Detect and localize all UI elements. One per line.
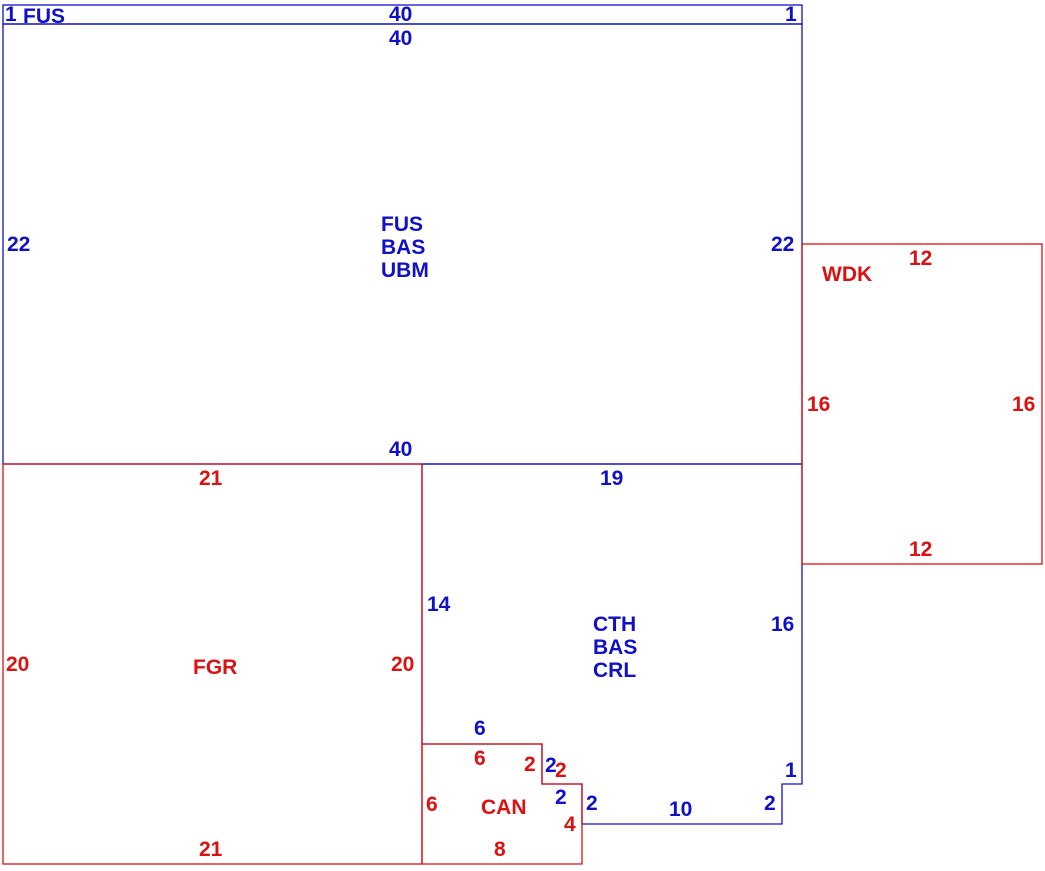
crawl-step-c-dim: 2	[586, 792, 598, 815]
canopy-bottom-dim: 8	[494, 838, 506, 861]
crawl-step-b-dim: 2	[555, 786, 567, 809]
deck-code: WDK	[822, 263, 872, 286]
main-bottom-dim: 40	[389, 438, 412, 461]
main-left-dim: 22	[7, 233, 30, 256]
strip-left-dim: 1	[5, 3, 17, 26]
crawl-code-2: BAS	[593, 636, 637, 659]
main-code-2: BAS	[381, 236, 425, 259]
strip-right-dim: 1	[785, 3, 797, 26]
deck-right-dim: 16	[1012, 393, 1035, 416]
garage-top-dim: 21	[199, 467, 223, 490]
main-code-3: UBM	[381, 259, 429, 282]
crawl-code-1: CTH	[593, 613, 636, 636]
crawl-bottom-dim: 10	[669, 798, 692, 821]
canopy-outline	[421, 743, 583, 865]
strip-top-dim: 40	[389, 3, 412, 26]
canopy-step-a-dim: 2	[524, 753, 536, 776]
deck-left-dim: 16	[807, 393, 830, 416]
canopy-right-dim: 4	[564, 813, 576, 836]
canopy-top-dim: 6	[474, 747, 486, 770]
deck-bottom-dim: 12	[909, 538, 932, 561]
crawl-notch-top-dim: 6	[474, 717, 486, 740]
garage-outline	[2, 463, 423, 865]
crawl-right-dim: 16	[771, 613, 794, 636]
wood-deck-outline	[801, 243, 1043, 565]
crawl-step-a-dim: 2	[545, 754, 557, 777]
canopy-code: CAN	[481, 796, 527, 819]
crawl-corner-side-dim: 1	[785, 759, 797, 782]
crawl-corner-bottom-dim: 2	[764, 792, 776, 815]
strip-name: FUS	[23, 5, 65, 28]
crawl-left-dim: 14	[427, 593, 451, 616]
garage-left-dim: 20	[6, 653, 29, 676]
garage-bottom-dim: 21	[199, 838, 223, 861]
main-right-dim: 22	[771, 233, 794, 256]
crawl-top-dim: 19	[600, 467, 623, 490]
canopy-left-dim: 6	[426, 793, 438, 816]
garage-right-dim: 20	[391, 653, 414, 676]
deck-top-dim: 12	[909, 247, 932, 270]
canopy-step-b-dim: 2	[555, 759, 567, 782]
crawl-code-3: CRL	[593, 659, 636, 682]
main-top-dim: 40	[389, 27, 412, 50]
main-code-1: FUS	[381, 213, 423, 236]
garage-code: FGR	[193, 656, 237, 679]
